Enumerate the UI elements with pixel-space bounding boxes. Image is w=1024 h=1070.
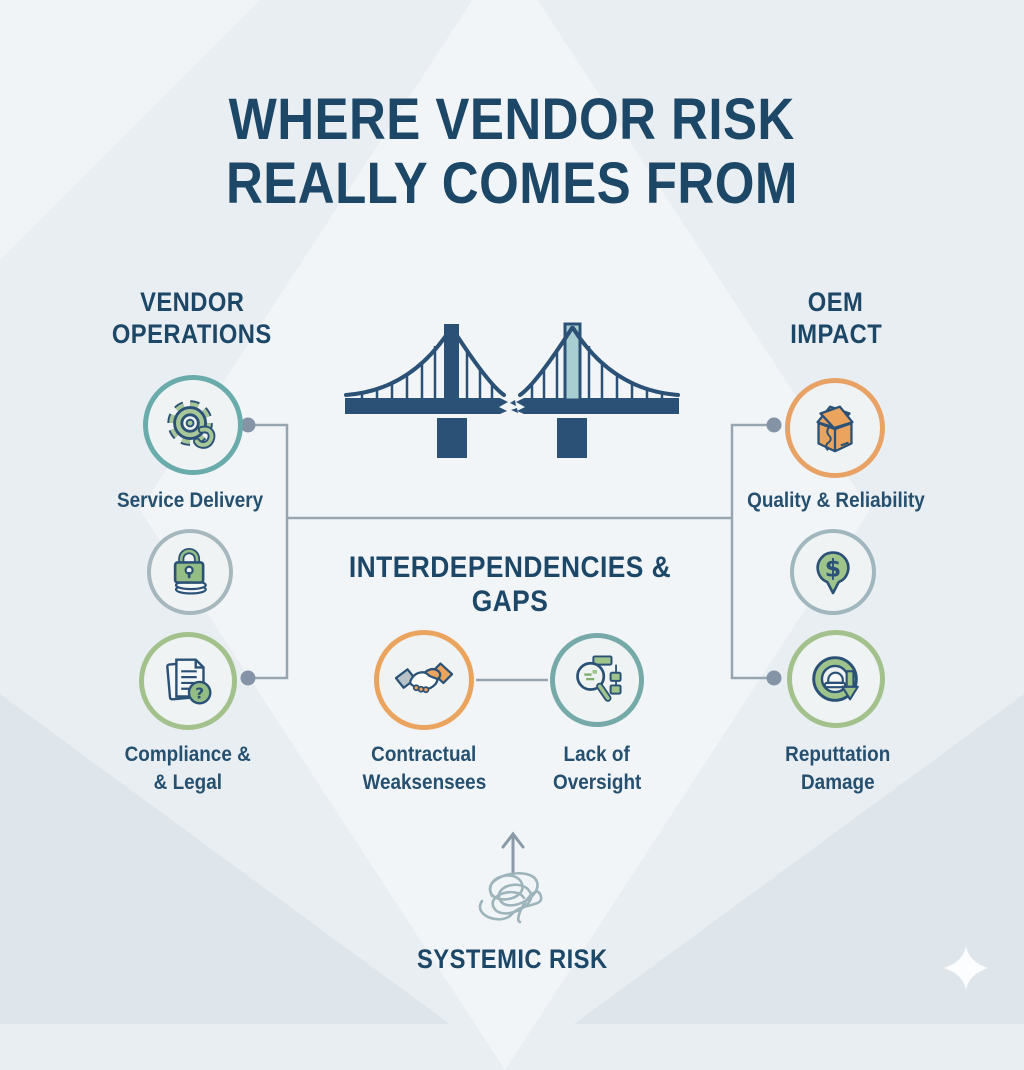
service-delivery-label: Service Delivery <box>116 488 264 512</box>
vendor-operations-header-line2: OPERATIONS <box>112 319 272 350</box>
gear-wrench-icon <box>167 400 216 449</box>
quality-reliability-circle <box>785 378 885 478</box>
up-arrow-icon <box>501 831 525 876</box>
financial-cost-circle: $ <box>790 529 876 615</box>
compliance-legal-circle: ? <box>139 632 237 730</box>
svg-text:$: $ <box>825 554 841 582</box>
vendor-operations-header-line1: VENDOR <box>139 287 245 317</box>
tangle-icon <box>478 872 543 924</box>
padlock-papers-icon <box>173 548 207 595</box>
interdependencies-heading: INTERDEPENDENCIES & GAPS <box>348 551 672 618</box>
dollar-bubble-icon: $ <box>816 551 850 595</box>
lack-of-oversight-label: Lack of Oversight <box>552 742 642 795</box>
handshake-icon <box>394 662 454 694</box>
connector-lines <box>240 417 782 876</box>
contractual-weaknesses-label: Contractual Weaksensees <box>362 742 486 795</box>
documents-question-icon: ? <box>166 658 212 705</box>
reputation-damage-label: Reputtation Damage <box>785 742 891 795</box>
damaged-box-icon <box>816 405 854 453</box>
title-line-2: REALLY COMES FROM <box>226 150 798 216</box>
svg-text:?: ? <box>195 684 204 702</box>
quality-reliability-label: Quality & Reliability <box>747 488 925 512</box>
vendor-operations-header: VENDOR OPERATIONS <box>62 286 322 351</box>
oem-impact-header: OEM IMPACT <box>706 286 966 351</box>
magnifier-flowchart-icon <box>576 655 622 702</box>
connector-dots <box>240 417 782 686</box>
siren-decline-icon <box>812 656 859 702</box>
systemic-risk-label: SYSTEMIC RISK <box>416 944 608 974</box>
lack-of-oversight-circle <box>550 633 644 727</box>
broken-bridge-icon <box>344 322 680 458</box>
sparkle-icon <box>944 946 988 990</box>
service-delivery-circle <box>143 375 243 475</box>
compliance-legal-label: Compliance & & Legal <box>124 742 252 795</box>
oem-impact-header-line2: IMPACT <box>790 319 882 350</box>
contractual-weaknesses-circle <box>374 630 474 730</box>
oem-impact-header-line1: OEM <box>808 287 864 317</box>
security-lock-circle <box>147 529 233 615</box>
title-line-1: WHERE VENDOR RISK <box>228 87 796 152</box>
page-title: WHERE VENDOR RISK REALLY COMES FROM <box>0 88 1024 216</box>
reputation-damage-circle <box>787 630 885 728</box>
